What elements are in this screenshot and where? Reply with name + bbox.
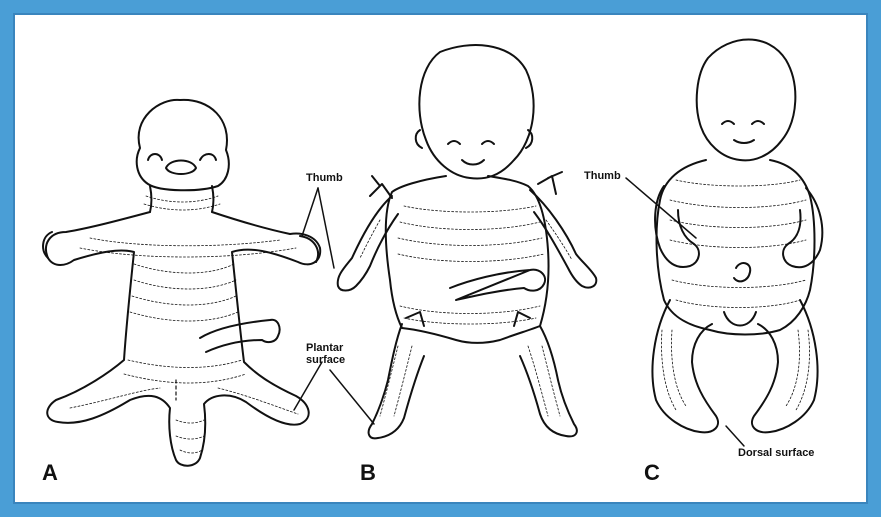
figure-c: [652, 40, 822, 433]
panel-letter-b: B: [360, 460, 376, 486]
panel-letter-a: A: [42, 460, 58, 486]
dorsal-surface-label: Dorsal surface: [738, 447, 814, 459]
dorsal-leader: [726, 426, 744, 446]
figure-b: [338, 45, 597, 438]
plantar-leader-a: [294, 362, 322, 410]
thumb-leader-c: [626, 178, 696, 238]
panel-letter-c: C: [644, 460, 660, 486]
plantar-leader-b: [330, 370, 374, 424]
thumb-label-b: Thumb: [306, 172, 343, 184]
thumb-leader-a: [302, 188, 318, 236]
thumb-label-c: Thumb: [584, 170, 621, 182]
plantar-surface-label: Plantar surface: [306, 342, 366, 366]
figure-a: [43, 100, 320, 466]
